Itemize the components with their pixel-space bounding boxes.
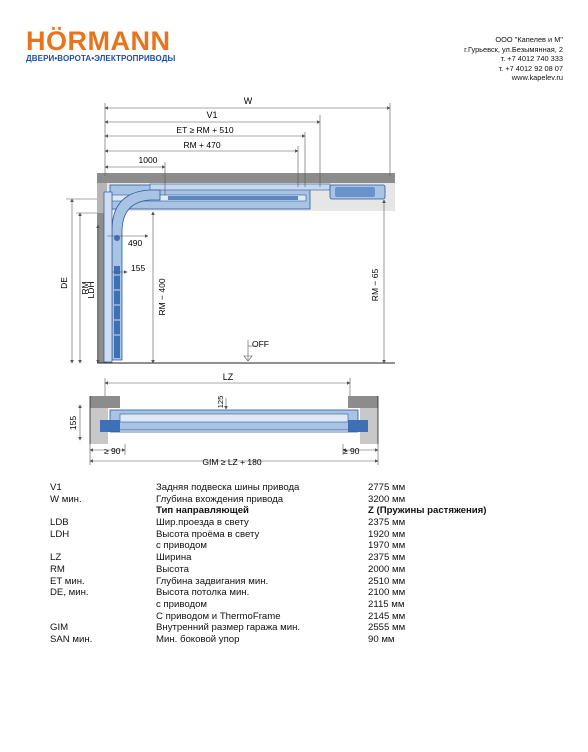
spec-description: Шир.проезда в свету <box>156 517 249 529</box>
spec-description: Глубина задвигания мин. <box>156 575 269 587</box>
label-off: OFF <box>252 339 269 349</box>
label-ldh: LDH <box>86 281 96 298</box>
spec-row: SAN мин. Мин. боковой упор 90 мм <box>50 634 550 646</box>
contact-address: г.Гурьевск, ул.Безымянная, 2 <box>464 44 563 54</box>
spec-description: Ширина <box>156 552 192 564</box>
spec-code: GIM <box>50 622 69 634</box>
spec-description: с приводом <box>156 598 207 610</box>
label-rm: RM <box>80 281 90 294</box>
spec-code: LDB <box>50 517 69 529</box>
label-155: 155 <box>131 263 145 273</box>
spec-row: LDH Высота проёма в свету 1920 мм <box>50 529 550 541</box>
label-rm400: RM − 400 <box>157 278 167 315</box>
spec-code: ET мин. <box>50 575 85 587</box>
spec-value: 2375 мм <box>368 517 406 529</box>
label-rm65: RM − 65 <box>370 269 380 302</box>
spec-description: Глубина вхождения привода <box>156 493 284 505</box>
spec-row: V1 Задняя подвеска шины привода 2775 мм <box>50 482 550 494</box>
label-et: ET ≥ RM + 510 <box>176 125 233 135</box>
spec-row: с приводом 2115 мм <box>50 599 550 611</box>
contact-website: www.kapelev.ru <box>511 73 563 83</box>
spec-value: 1920 мм <box>368 528 406 540</box>
spec-code <box>50 505 156 517</box>
spec-code: RM <box>50 563 65 575</box>
spec-value: 2000 мм <box>368 563 406 575</box>
spec-value: 2145 мм <box>368 610 406 622</box>
label-lz: LZ <box>223 372 234 382</box>
spring <box>114 266 120 358</box>
label-155-plan: 155 <box>68 416 78 430</box>
spec-row: с приводом 1970 мм <box>50 540 550 552</box>
spec-code <box>50 540 156 552</box>
label-w: W <box>244 96 253 106</box>
technical-drawing: W V1 ET ≥ RM + 510 RM + 470 1000 490 155… <box>59 96 395 467</box>
spec-code: V1 <box>50 482 62 493</box>
spec-value: 2375 мм <box>368 552 406 564</box>
spec-description: Задняя подвеска шины привода <box>156 482 300 493</box>
label-gim: GIM ≥ LZ + 180 <box>202 457 262 467</box>
contact-company: ООО "Капелев и М" <box>495 35 563 44</box>
spec-code <box>50 599 156 611</box>
label-1000: 1000 <box>139 155 158 165</box>
ceiling <box>97 173 395 183</box>
spec-value: 3200 мм <box>368 493 406 505</box>
drive-rail <box>149 183 331 191</box>
spec-value: 2510 мм <box>368 575 406 587</box>
spec-code: DE, мин. <box>50 587 89 599</box>
spec-description: с приводом <box>156 540 207 552</box>
brand-tagline: ДВЕРИ•ВОРОТА•ЭЛЕКТРОПРИВОДЫ <box>26 54 176 63</box>
brand-logo: HÖRMANN <box>26 26 171 56</box>
spec-value: 2100 мм <box>368 587 406 599</box>
contact-phone-1: т. +7 4012 740 333 <box>500 54 563 64</box>
spec-code: LDH <box>50 528 70 540</box>
label-ge90-right: ≥ 90 <box>343 446 360 456</box>
spec-description: Внутренний размер гаража мин. <box>156 622 301 634</box>
spec-value: Z (Пружины растяжения) <box>368 505 487 517</box>
label-125: 125 <box>216 396 225 409</box>
spec-row: LDB Шир.проезда в свету 2375 мм <box>50 517 550 529</box>
spec-description: Высота потолка мин. <box>156 587 250 599</box>
spec-row: Тип направляющей Z (Пружины растяжения) <box>50 505 550 517</box>
label-de: DE <box>59 277 69 289</box>
label-490: 490 <box>128 238 142 248</box>
label-ge90-left: ≥ 90 <box>104 446 121 456</box>
spec-row: GIM Внутренний размер гаража мин. 2555 мм <box>50 622 550 634</box>
contact-block: ООО "Капелев и М" г.Гурьевск, ул.Безымян… <box>464 35 563 83</box>
spec-row: LZ Ширина 2375 мм <box>50 552 550 564</box>
spec-row: W мин. Глубина вхождения привода 3200 мм <box>50 494 550 506</box>
spec-row: DE, мин. Высота потолка мин. 2100 мм <box>50 587 550 599</box>
spec-description: С приводом и ThermoFrame <box>156 610 281 622</box>
contact-phone-2: т. +7 4012 92 08 07 <box>498 63 563 73</box>
spec-value: 2775 мм <box>368 482 406 493</box>
spec-code: SAN мин. <box>50 633 93 645</box>
spec-description: Тип направляющей <box>156 505 249 517</box>
spec-value: 2555 мм <box>368 622 406 634</box>
spec-description: Высота проёма в свету <box>156 528 260 540</box>
spec-row: С приводом и ThermoFrame 2145 мм <box>50 611 550 623</box>
spec-code <box>50 611 156 623</box>
spec-code: LZ <box>50 552 62 564</box>
label-v1: V1 <box>206 110 217 120</box>
spec-value: 2115 мм <box>368 598 405 610</box>
spec-description: Высота <box>156 563 189 575</box>
spec-row: ET мин. Глубина задвигания мин. 2510 мм <box>50 576 550 588</box>
wall-lintel <box>97 173 107 363</box>
spec-value: 1970 мм <box>368 540 406 552</box>
label-rm470: RM + 470 <box>183 140 220 150</box>
spec-row: RM Высота 2000 мм <box>50 564 550 576</box>
spec-code: W мин. <box>50 493 82 505</box>
spec-value: 90 мм <box>368 633 395 645</box>
spec-description: Мин. боковой упор <box>156 633 240 645</box>
door-leaf <box>103 191 113 363</box>
